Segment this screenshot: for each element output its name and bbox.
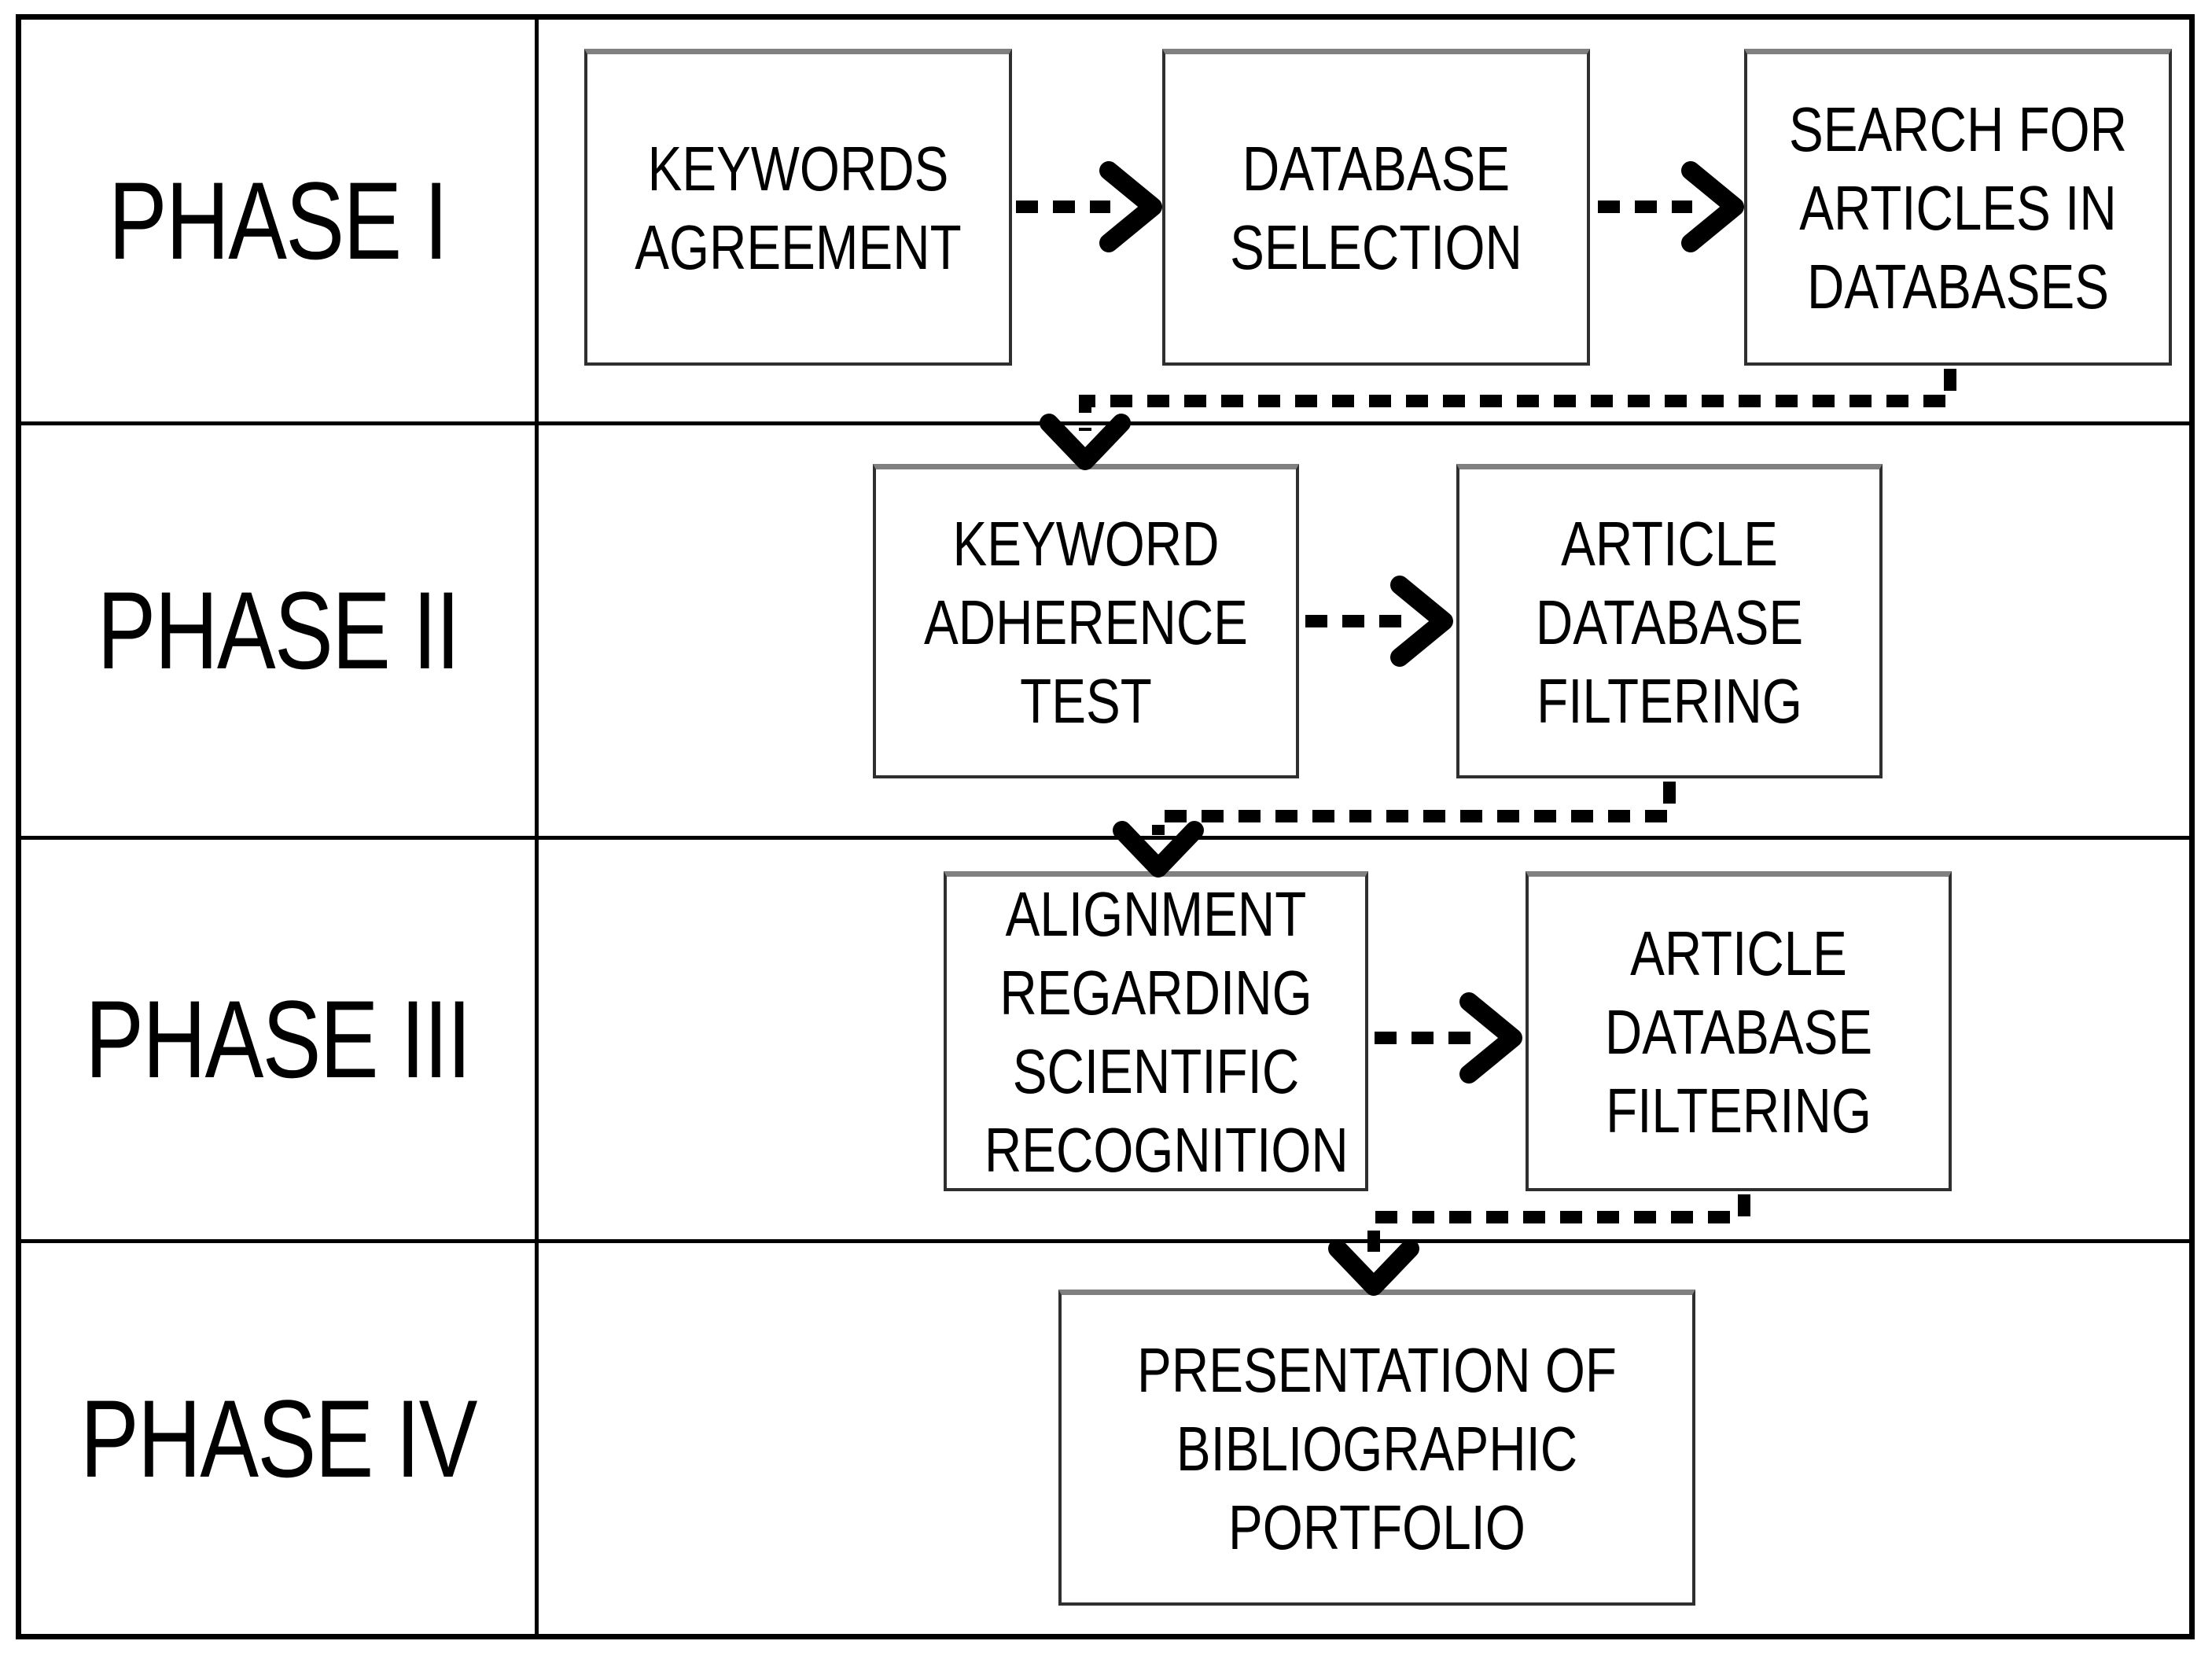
flow-box-presentation-bibliographic-portfolio: PRESENTATION OF BIBLIOGRAPHIC PORTFOLIO	[1058, 1290, 1695, 1606]
box-text-line: TEST	[1020, 665, 1152, 736]
phase-ii-label: PHASE II	[97, 568, 460, 692]
box-text-line: RECOGNITION	[984, 1115, 1349, 1185]
flow-box-database-selection: DATABASE SELECTION	[1162, 49, 1590, 366]
flow-box-alignment-scientific-recognition: ALIGNMENT REGARDING SCIENTIFIC RECOGNITI…	[944, 871, 1368, 1191]
box-text-line: PORTFOLIO	[1228, 1492, 1526, 1562]
table-outer-border	[16, 14, 2195, 1639]
box-text-line: ALIGNMENT	[1005, 879, 1307, 949]
phase-iv-label: PHASE IV	[79, 1376, 477, 1500]
box-text-line: ARTICLE	[1561, 508, 1778, 579]
box-text-line: BIBLIOGRAPHIC	[1176, 1413, 1578, 1484]
box-text-line: DATABASE	[1604, 997, 1873, 1067]
phase-iii-label: PHASE III	[85, 977, 472, 1101]
flow-box-article-database-filtering: ARTICLE DATABASE FILTERING	[1456, 464, 1883, 778]
box-text-line: KEYWORD	[952, 508, 1220, 579]
flow-box-keyword-adherence-test: KEYWORD ADHERENCE TEST	[873, 464, 1299, 778]
box-text-line: SCIENTIFIC	[1012, 1036, 1300, 1106]
box-text-line: AGREEMENT	[635, 212, 962, 282]
phase-label-cell: PHASE IV	[21, 1243, 535, 1634]
box-text-line: DATABASE	[1242, 134, 1511, 204]
box-text-line: REGARDING	[999, 958, 1312, 1028]
box-text-line: PRESENTATION OF	[1137, 1334, 1617, 1405]
box-text-line: DATABASE	[1535, 587, 1804, 657]
box-text-line: DATABASES	[1807, 252, 2109, 322]
box-text-line: FILTERING	[1537, 665, 1802, 736]
phase-label-cell: PHASE I	[21, 20, 535, 421]
phase-row-divider	[16, 1239, 2195, 1243]
flow-box-search-for-articles: SEARCH FOR ARTICLES IN DATABASES	[1744, 49, 2172, 366]
box-text-line: ARTICLES IN	[1799, 173, 2117, 243]
flow-box-article-database-filtering: ARTICLE DATABASE FILTERING	[1526, 871, 1952, 1191]
phase-row-divider	[16, 836, 2195, 840]
box-text-line: SEARCH FOR	[1788, 94, 2128, 164]
box-text-line: FILTERING	[1606, 1076, 1872, 1146]
phase-label-cell: PHASE III	[21, 840, 535, 1239]
box-text-line: ADHERENCE	[924, 587, 1248, 657]
phase-label-cell: PHASE II	[21, 425, 535, 836]
box-text-line: ARTICLE	[1630, 918, 1847, 988]
box-text-line: KEYWORDS	[647, 134, 949, 204]
box-text-line: SELECTION	[1230, 212, 1522, 282]
phase-i-label: PHASE I	[109, 158, 448, 282]
label-column-divider	[535, 14, 539, 1639]
flow-box-keywords-agreement: KEYWORDS AGREEMENT	[584, 49, 1012, 366]
